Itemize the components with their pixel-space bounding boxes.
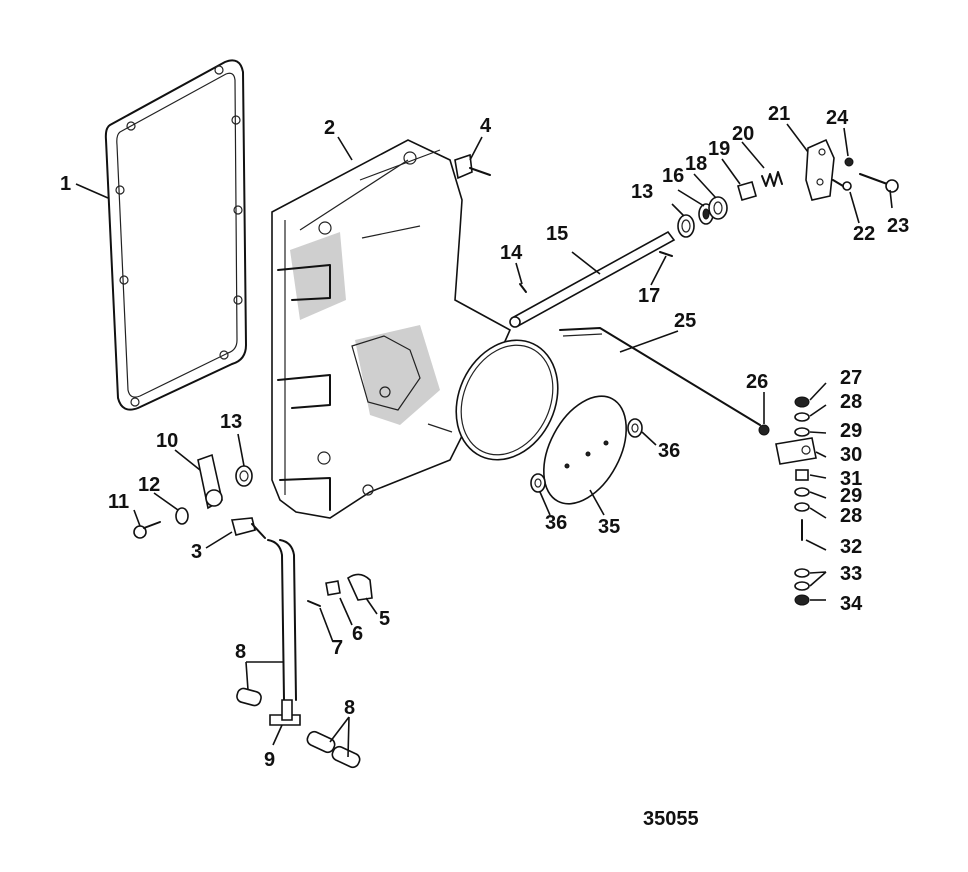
part-washer-13-left <box>235 465 253 487</box>
callout-27: 27 <box>840 367 862 389</box>
part-6 <box>325 580 341 596</box>
callout-28a: 28 <box>840 391 862 413</box>
callout-11: 11 <box>108 491 129 513</box>
callout-3: 3 <box>191 541 202 563</box>
callout-35: 35 <box>598 516 620 538</box>
part-washer-12 <box>175 507 189 525</box>
callout-15: 15 <box>546 223 568 245</box>
part-nut-24 <box>844 157 854 167</box>
callout-8a: 8 <box>235 641 246 663</box>
callout-34: 34 <box>840 593 863 615</box>
drawing-number: 35055 <box>643 808 699 830</box>
part-bracket-21 <box>805 138 835 201</box>
callout-25: 25 <box>674 310 696 332</box>
callout-9: 9 <box>264 749 275 771</box>
part-housing <box>271 139 559 519</box>
callout-36a: 36 <box>545 512 567 534</box>
part-lever-10 <box>197 453 223 510</box>
callout-32: 32 <box>840 536 862 558</box>
callout-19: 19 <box>708 138 730 160</box>
part-shaft-15 <box>509 230 676 328</box>
callout-10: 10 <box>156 430 178 452</box>
callout-23: 23 <box>887 215 909 237</box>
part-elbow-4 <box>454 153 491 180</box>
part-washer-36-right <box>627 418 643 438</box>
callout-21: 21 <box>768 103 790 125</box>
callout-7: 7 <box>332 637 343 659</box>
callout-6: 6 <box>352 623 363 645</box>
part-washer-18 <box>708 196 728 220</box>
callout-5: 5 <box>379 608 390 630</box>
part-washer-13-right <box>677 214 695 238</box>
part-fitting-3 <box>230 517 266 539</box>
part-tee-9 <box>269 699 301 726</box>
callout-13a: 13 <box>220 411 242 433</box>
callout-16: 16 <box>662 165 684 187</box>
callout-30: 30 <box>840 444 862 466</box>
leader-lines <box>75 123 893 758</box>
part-bushing-19 <box>737 181 757 201</box>
part-bolt-11 <box>133 521 161 539</box>
callout-14: 14 <box>500 242 523 264</box>
part-bolt-23 <box>859 173 899 193</box>
callout-18: 18 <box>685 153 707 175</box>
part-clamp-5 <box>346 573 373 601</box>
part-screw-22 <box>832 179 852 191</box>
part-screw-7 <box>307 600 321 607</box>
part-spring-20 <box>761 171 783 187</box>
callout-29a: 29 <box>840 420 862 442</box>
part-screw-14 <box>519 283 527 293</box>
part-gasket <box>104 59 247 411</box>
part-rod-25 <box>559 327 761 426</box>
callout-8b: 8 <box>344 697 355 719</box>
part-washer-36-left <box>530 473 546 493</box>
callout-13b: 13 <box>631 181 653 203</box>
callout-20: 20 <box>732 123 754 145</box>
part-stack-27-34 <box>775 396 817 606</box>
part-plate-35 <box>543 395 627 505</box>
callout-26: 26 <box>746 371 768 393</box>
callout-4: 4 <box>480 115 492 137</box>
callout-36b: 36 <box>658 440 680 462</box>
callout-2: 2 <box>324 117 335 139</box>
callout-29b: 29 <box>840 485 862 507</box>
part-nut-26 <box>758 424 770 436</box>
callout-12: 12 <box>138 474 160 496</box>
callouts: 1 2 3 4 5 6 7 8 8 9 10 11 12 13 13 14 15… <box>60 103 909 771</box>
callout-17: 17 <box>638 285 660 307</box>
callout-22: 22 <box>853 223 875 245</box>
part-pin-17 <box>659 251 673 257</box>
callout-1: 1 <box>60 173 71 195</box>
callout-31: 31 <box>840 468 862 490</box>
callout-28b: 28 <box>840 505 862 527</box>
callout-33: 33 <box>840 563 862 585</box>
callout-24: 24 <box>826 107 849 129</box>
